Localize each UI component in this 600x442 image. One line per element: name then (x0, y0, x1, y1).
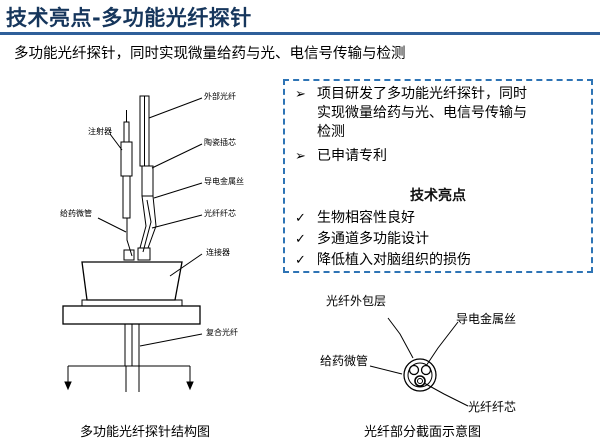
label-connector: 连接器 (206, 248, 230, 257)
caption-structure: 多功能光纤探针结构图 (80, 425, 211, 440)
check-icon: ✓ (295, 211, 306, 226)
page-title: 技术亮点-多功能光纤探针 (6, 6, 252, 30)
label-composite-fiber: 复合光纤 (206, 328, 238, 337)
check-item-3: ✓降低植入对脑组织的损伤 (295, 252, 471, 268)
bullet-2: ➢已申请专利 (295, 148, 387, 164)
label-tube: 给药微管 (320, 354, 369, 368)
bullet-1-line-1: ➢项目研发了多功能光纤探针，同时 (295, 86, 527, 102)
label-syringe: 注射器 (88, 127, 112, 136)
label-ceramic-ferrule: 陶瓷插芯 (204, 138, 236, 147)
caption-cross-section: 光纤部分截面示意图 (364, 425, 482, 440)
label-cladding: 光纤外包层 (326, 294, 387, 308)
bullet-1-line-3: 检测 (317, 124, 345, 140)
label-fiber-core: 光纤纤芯 (204, 209, 236, 218)
check-icon: ✓ (295, 232, 306, 247)
label-wire: 导电金属丝 (456, 312, 517, 326)
highlights-heading: 技术亮点 (410, 188, 466, 204)
check-icon: ✓ (295, 253, 306, 268)
title-divider (0, 32, 600, 35)
check-item-2: ✓多通道多功能设计 (295, 231, 429, 247)
arrow-bullet-icon: ➢ (295, 87, 306, 102)
check-item-1: ✓生物相容性良好 (295, 210, 415, 226)
label-conductive-wire: 导电金属丝 (204, 177, 244, 186)
label-core: 光纤纤芯 (468, 400, 517, 414)
bullet-1-line-2: 实现微量给药与光、电信号传输与 (317, 105, 527, 121)
label-drug-tube: 给药微管 (60, 209, 92, 218)
highlights-box: ➢项目研发了多功能光纤探针，同时 实现微量给药与光、电信号传输与 检测 ➢已申请… (283, 79, 593, 273)
label-outer-fiber: 外部光纤 (204, 92, 236, 101)
arrow-bullet-icon: ➢ (295, 149, 306, 164)
page-subtitle: 多功能光纤探针，同时实现微量给药与光、电信号传输与检测 (14, 46, 406, 62)
